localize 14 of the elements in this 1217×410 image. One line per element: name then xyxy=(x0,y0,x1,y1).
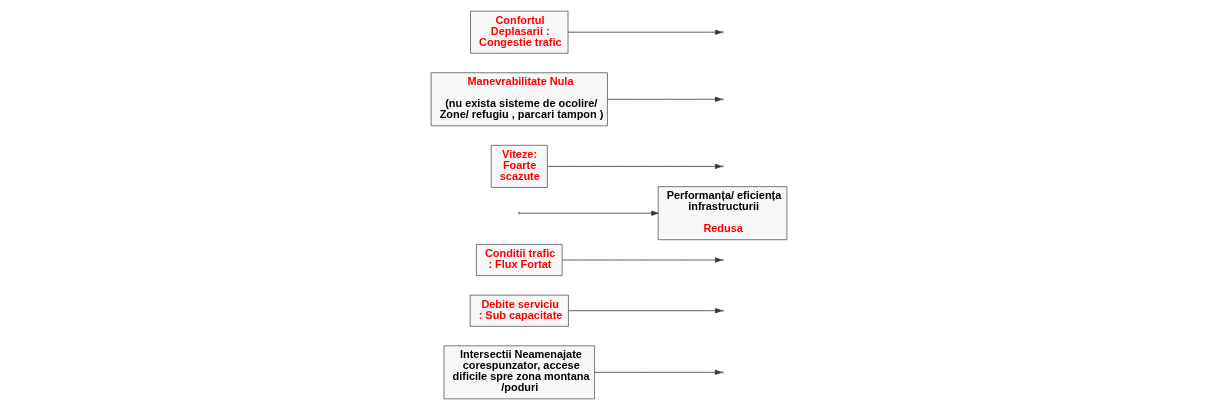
arrow xyxy=(606,96,722,102)
arrow xyxy=(567,308,722,314)
node-box: Conditii trafic : Flux Fortat xyxy=(475,244,563,276)
arrow xyxy=(519,210,658,216)
arrow xyxy=(561,257,722,263)
node-box: Debite serviciu : Sub capacitate xyxy=(469,294,569,327)
node-box: Manevrabilitate Nula (nu exista sisteme de ocolire/ Zone/ refugiu , parcari tampon ) xyxy=(430,72,608,127)
arrow xyxy=(567,29,722,35)
node-box: Performanța/ eficiența infrastructurii Redusa xyxy=(657,186,787,241)
arrow xyxy=(593,369,722,375)
node-box: Confortul Deplasarii : Congestie trafic xyxy=(469,10,568,54)
arrow xyxy=(546,163,722,169)
node-box: Intersectii Neamenajate corespunzator, accese dificile spre zona montana /poduri xyxy=(443,345,595,400)
node-box: Viteze: Foarte scazute xyxy=(490,144,548,188)
